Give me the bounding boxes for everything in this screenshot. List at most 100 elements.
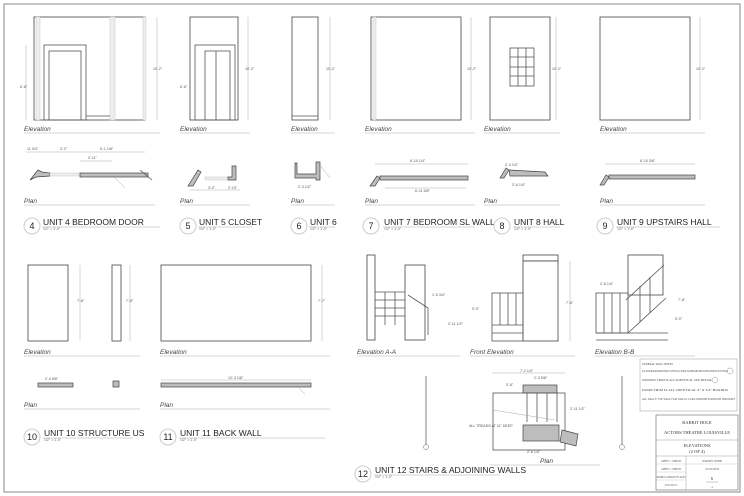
svg-text:1/2" = 1'-0": 1/2" = 1'-0" (384, 227, 402, 231)
unit-12-elevation-aa: 1'-5 3/4" 2'-11 1/2" (366, 254, 464, 341)
dim: 1'-5 3/4" (432, 293, 446, 297)
dim: 6'-10 1/4" (410, 159, 426, 163)
sheet-border (3, 3, 741, 493)
svg-text:WINDOW TRIM IS ALL IDENTICAL S: WINDOW TRIM IS ALL IDENTICAL SEE DETAIL (642, 379, 712, 382)
svg-text:UNIT 6: UNIT 6 (310, 217, 337, 227)
view-label-plan: Plan (160, 402, 173, 409)
dim: 2'-6 1/4" (600, 282, 614, 286)
drawn-by: ABBY J. SMITH (661, 468, 681, 471)
svg-text:ALL BASEBOARD/MOULDING FLUSH W: ALL BASEBOARD/MOULDING FLUSH WALL WORK. … (642, 370, 728, 373)
view-label-elevation-bb: Elevation B-B (595, 349, 635, 356)
view-label-plan: Plan (291, 198, 304, 205)
view-label-elevation: Elevation (600, 126, 627, 133)
dim: 10'-2" (245, 67, 255, 71)
view-label-elevation: Elevation (24, 349, 51, 356)
svg-text:UNIT 8 HALL: UNIT 8 HALL (514, 217, 565, 227)
dim: 2'-11" (88, 156, 98, 160)
dim: 10'-2" (696, 67, 706, 71)
svg-text:9: 9 (602, 221, 607, 231)
dim: 2'-6 1/4" (527, 450, 541, 454)
sheet-subtitle: (2 OF 4) (689, 449, 705, 454)
svg-text:4: 4 (29, 221, 34, 231)
unit-12-elevation-bb: 2'-6 1/4" 7'-8" 5'-0" (595, 254, 686, 341)
dim: 2'-11 1/2" (570, 407, 586, 411)
extra: PAMELA BROWN AUD (657, 476, 686, 479)
sheet-number: 6 (711, 476, 714, 481)
svg-text:UNIT 7 BEDROOM SL WALL: UNIT 7 BEDROOM SL WALL (384, 217, 495, 227)
svg-text:1/2" = 1'-0": 1/2" = 1'-0" (43, 227, 61, 231)
svg-text:1/2" = 1'-0": 1/2" = 1'-0" (375, 475, 393, 479)
svg-text:1/2" = 1'-0": 1/2" = 1'-0" (199, 227, 217, 231)
view-label-elevation: Elevation (180, 126, 207, 133)
dim: 2'-6 1/4" (512, 183, 526, 187)
svg-text:1/2" = 1'-0": 1/2" = 1'-0" (44, 438, 62, 442)
unit-7-plan: 6'-10 1/4" 6'-11 5/8" (369, 159, 469, 193)
dim: 2'-11 1/2" (448, 322, 464, 326)
dim: 10'-2" (552, 67, 562, 71)
svg-text:12: 12 (358, 469, 368, 479)
unit-7-elevation: 10'-2" (370, 16, 477, 121)
view-label-plan: Plan (365, 198, 378, 205)
dim: 2'-3 5/8" (534, 376, 548, 380)
svg-text:DOOR TRIM IS ALL IDENTICAL 4": DOOR TRIM IS ALL IDENTICAL 4" X 3/4" BOA… (642, 389, 729, 392)
sheet-of: 4 (711, 486, 713, 489)
svg-text:1/2" = 1'-0": 1/2" = 1'-0" (514, 227, 532, 231)
dim: 5'-0" (675, 317, 683, 321)
dim: 6'-8" (180, 85, 188, 89)
unit-6-elevation: 10'-2" (291, 16, 336, 121)
designer: ABBY J. SMITH (661, 460, 681, 463)
svg-text:UNIT 9 UPSTAIRS HALL: UNIT 9 UPSTAIRS HALL (617, 217, 712, 227)
view-label-front-elevation: Front Elevation (470, 349, 514, 356)
dim: 3'-8" (506, 383, 514, 387)
svg-text:7: 7 (368, 221, 373, 231)
dim: 10'-2" (326, 67, 336, 71)
view-label-plan: Plan (180, 198, 193, 205)
dim-door-height: 6'-8" (20, 85, 28, 89)
dim: 5'-0" (472, 307, 480, 311)
svg-text:UNIT 4 BEDROOM DOOR: UNIT 4 BEDROOM DOOR (43, 217, 144, 227)
dim: 6'-11 5/8" (415, 189, 431, 193)
svg-text:1/2" = 1'-0": 1/2" = 1'-0" (617, 227, 635, 231)
unit-4-elevation: 10'-2" 6'-8" (20, 16, 163, 121)
sheet-title: ELEVATIONS (684, 443, 711, 448)
svg-text:8: 8 (499, 221, 504, 231)
view-label-elevation-aa: Elevation A-A (357, 349, 396, 356)
dim: 2'-3 1/2" (298, 185, 312, 189)
dim: 7'-8" (566, 301, 574, 305)
director: JEREMY WEBB (702, 460, 722, 463)
dim: 10'-2" (467, 67, 477, 71)
unit-11-elevation: 7'-7" (160, 264, 326, 342)
drawing-title-7: 7 UNIT 7 BEDROOM SL WALL 1/2" = 1'-0" (362, 217, 495, 235)
unit-5-plan: 3'-0" 2'-10" (187, 165, 240, 191)
dim: 7'-8" (126, 299, 134, 303)
drawing-title-12: 12 UNIT 12 STAIRS & ADJOINING WALLS 1/2"… (354, 465, 526, 483)
svg-text:1/2" = 1'-0": 1/2" = 1'-0" (180, 438, 198, 442)
dim: 3'-2" (60, 147, 68, 151)
dim-height: 10'-2" (153, 67, 163, 71)
dim: 7'-8" (678, 298, 686, 302)
drawing-title-5: 5 UNIT 5 CLOSET 1/2" = 1'-0" (179, 217, 262, 235)
drawing-title-11: 11 UNIT 11 BACK WALL 1/2" = 1'-0" (159, 428, 325, 446)
view-label-elevation: Elevation (24, 126, 51, 133)
svg-text:GENERAL WALL NOTES: GENERAL WALL NOTES (642, 363, 673, 366)
general-wall-notes: GENERAL WALL NOTES ALL BASEBOARD/MOULDIN… (639, 358, 738, 412)
unit-10-plan: 2'-4 5/8" (37, 377, 120, 388)
svg-text:6: 6 (296, 221, 301, 231)
dim: 7'-7" (318, 299, 326, 303)
dim: 6'-10 3/8" (640, 159, 656, 163)
svg-text:10: 10 (27, 432, 37, 442)
drawing-title-4: 4 UNIT 4 BEDROOM DOOR 1/2" = 1'-0" (23, 217, 160, 235)
svg-text:1/2" = 1'-0": 1/2" = 1'-0" (310, 227, 328, 231)
date: 2011/02/17 (665, 484, 678, 487)
unit-4-plan: 11 3/4" 3'-2" 6'-1 1/8" 2'-11" (26, 147, 153, 189)
svg-text:UNIT 12 STAIRS & ADJOINING WAL: UNIT 12 STAIRS & ADJOINING WALLS (375, 465, 526, 475)
scale: AS NOTED (705, 468, 719, 471)
dim: 2'-4 1/2" (505, 163, 519, 167)
unit-9-elevation: 10'-2" (599, 16, 706, 121)
svg-text:5: 5 (185, 221, 190, 231)
view-label-plan: Plan (600, 198, 613, 205)
view-label-elevation: Elevation (291, 126, 318, 133)
unit-9-plan: 6'-10 3/8" (599, 159, 696, 186)
view-label-plan: Plan (24, 198, 37, 205)
dim: 2'-10" (228, 186, 238, 190)
